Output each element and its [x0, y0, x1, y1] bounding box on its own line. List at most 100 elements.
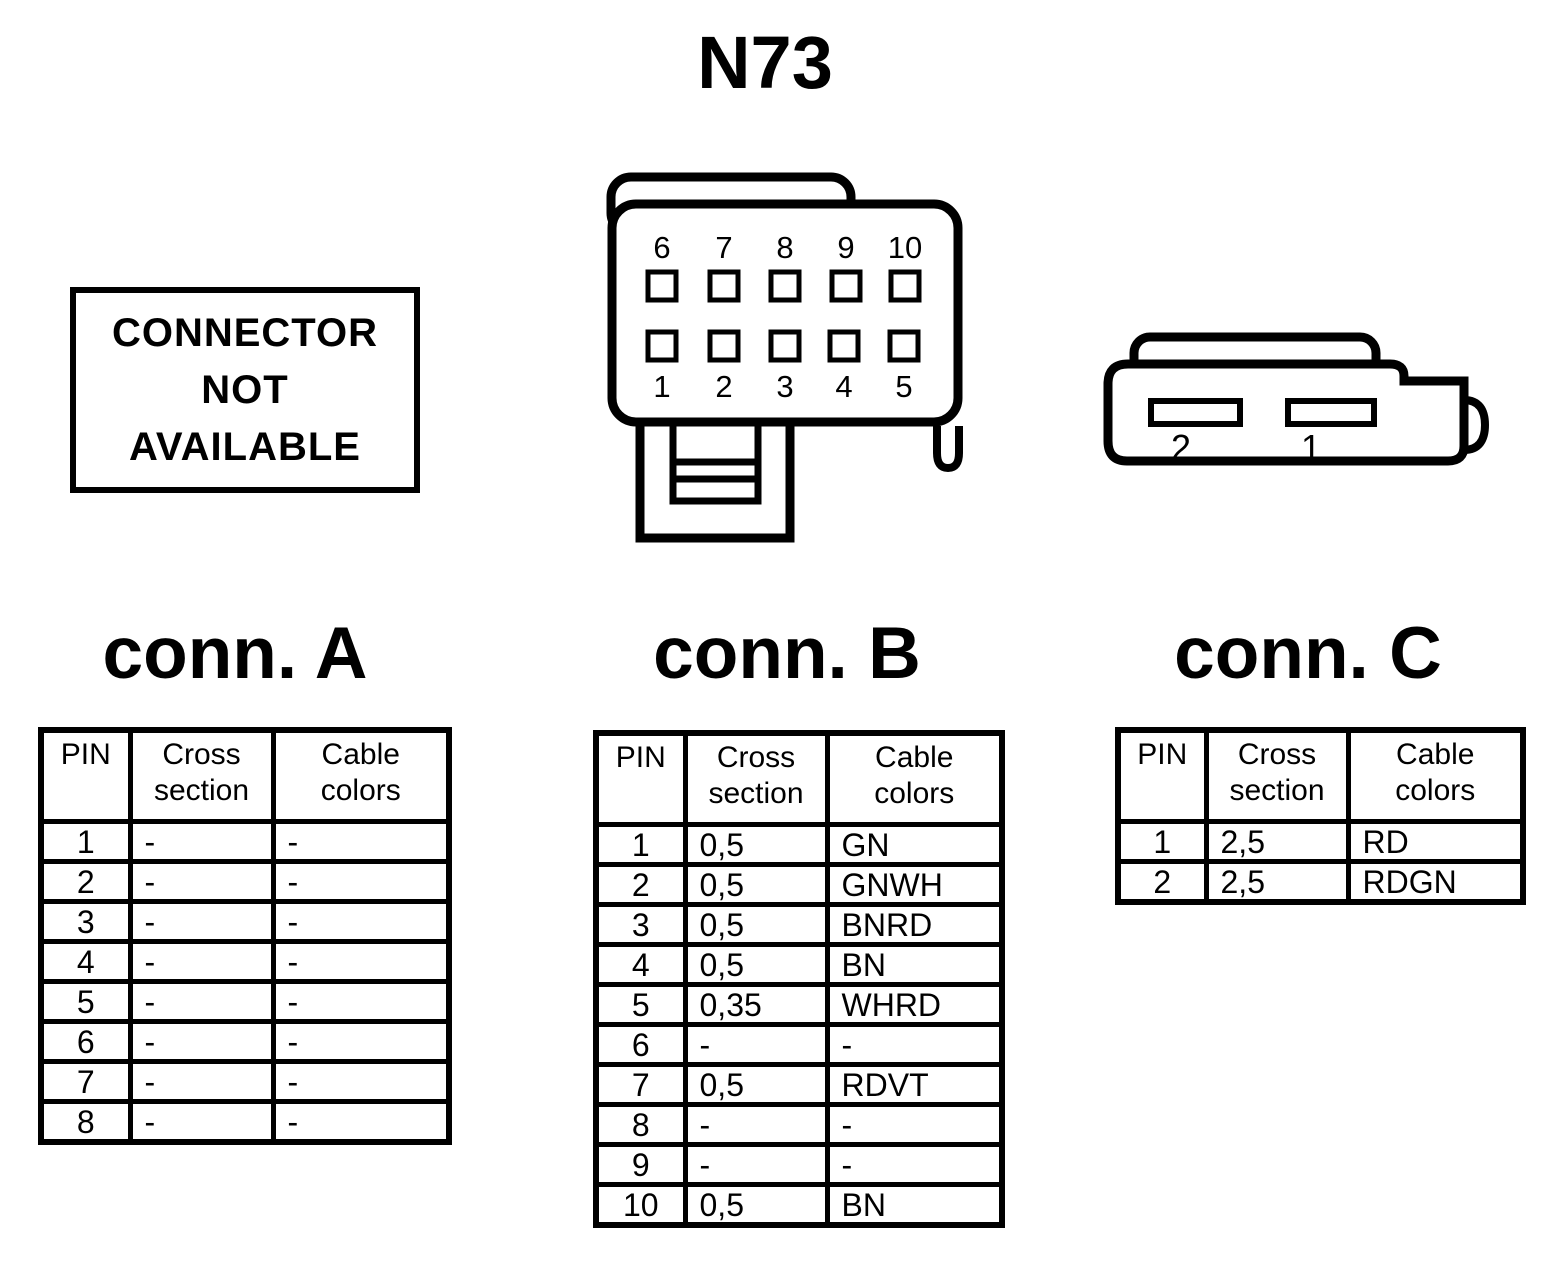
- cross-section-cell: 2,5: [1203, 859, 1351, 905]
- cross-section-cell: 0,5: [682, 942, 830, 987]
- cable-color-cell: -: [270, 939, 452, 984]
- pin-cell: 7: [593, 1062, 688, 1107]
- table-row: 9--: [593, 1142, 1005, 1187]
- conn-c-header-row: PIN Cross section Cable colors: [1115, 727, 1526, 824]
- cable-color-cell: -: [270, 819, 452, 864]
- pin-cell: 4: [593, 942, 688, 987]
- connector-b-pin-4-label: 4: [835, 369, 852, 404]
- connector-b-pin-8-label: 8: [776, 230, 793, 265]
- cross-section-cell: 0,5: [682, 1182, 830, 1228]
- pin-cell: 1: [38, 819, 133, 864]
- connector-b-pin-1-slot: [645, 329, 679, 363]
- pin-cell: 8: [38, 1099, 133, 1145]
- connector-b-pin-2-label: 2: [715, 369, 732, 404]
- connector-b-side-latch: [933, 426, 963, 473]
- connector-b-pin-10-label: 10: [888, 230, 922, 265]
- connector-c-pin-1-slot: [1285, 398, 1377, 427]
- cable-color-cell: -: [270, 899, 452, 944]
- conn-c-title: conn. C: [1174, 613, 1442, 694]
- cable-color-cell: RD: [1345, 819, 1526, 864]
- cable-color-cell: -: [270, 1019, 452, 1064]
- connector-b-pin-9-slot: [829, 269, 863, 303]
- pin-cell: 9: [593, 1142, 688, 1187]
- cross-section-cell: -: [682, 1142, 830, 1187]
- col-header-pin: PIN: [1115, 727, 1209, 824]
- col-header-pin: PIN: [38, 727, 133, 824]
- table-row: 6--: [38, 1019, 452, 1064]
- na-line-3: AVAILABLE: [129, 424, 361, 469]
- cross-section-cell: 2,5: [1203, 819, 1351, 864]
- connector-b-pin-4-slot: [827, 329, 861, 363]
- cable-color-cell: GN: [824, 822, 1005, 867]
- cross-section-cell: 0,5: [682, 902, 830, 947]
- connector-b-pin-2-slot: [707, 329, 741, 363]
- col-header-cross-section: Cross section: [682, 730, 830, 827]
- connector-b-pin-6-slot: [645, 269, 679, 303]
- table-row: 5--: [38, 979, 452, 1024]
- cross-section-cell: -: [127, 979, 276, 1024]
- pin-cell: 2: [593, 862, 688, 907]
- connector-b-pin-1-label: 1: [653, 369, 670, 404]
- pin-cell: 2: [38, 859, 133, 904]
- table-row: 8--: [593, 1102, 1005, 1147]
- cross-section-cell: -: [127, 1059, 276, 1104]
- conn-b-title: conn. B: [653, 613, 921, 694]
- pin-cell: 1: [593, 822, 688, 867]
- connector-c-pin-2-label: 2: [1171, 427, 1191, 468]
- cable-color-cell: -: [270, 1099, 452, 1145]
- pin-cell: 3: [38, 899, 133, 944]
- cross-section-cell: -: [127, 859, 276, 904]
- cross-section-cell: -: [127, 899, 276, 944]
- conn-a-title: conn. A: [102, 613, 368, 694]
- cable-color-cell: GNWH: [824, 862, 1005, 907]
- cross-section-cell: 0,5: [682, 822, 830, 867]
- connector-b-pin-3-label: 3: [776, 369, 793, 404]
- conn-a-table: PIN Cross section Cable colors 1-- 2-- 3…: [38, 727, 452, 1145]
- cross-section-cell: 0,5: [682, 862, 830, 907]
- connector-b-pin-10-slot: [888, 269, 922, 303]
- connector-b-pin-6-label: 6: [653, 230, 670, 265]
- connector-not-available-box: CONNECTOR NOT AVAILABLE: [70, 287, 420, 493]
- connector-b-pin-7-slot: [707, 269, 741, 303]
- cable-color-cell: -: [824, 1102, 1005, 1147]
- table-row: 7--: [38, 1059, 452, 1104]
- cable-color-cell: -: [270, 979, 452, 1024]
- table-row: 4--: [38, 939, 452, 984]
- cable-color-cell: RDVT: [824, 1062, 1005, 1107]
- cross-section-cell: -: [127, 1099, 276, 1145]
- col-header-cable-colors: Cable colors: [270, 727, 452, 824]
- col-header-cable-colors: Cable colors: [824, 730, 1005, 827]
- cable-color-cell: WHRD: [824, 982, 1005, 1027]
- cross-section-cell: -: [127, 819, 276, 864]
- connector-b-bottom-latch-outer: [635, 426, 795, 543]
- cable-color-cell: BNRD: [824, 902, 1005, 947]
- pin-cell: 3: [593, 902, 688, 947]
- cable-color-cell: BN: [824, 1182, 1005, 1228]
- cable-color-cell: -: [270, 1059, 452, 1104]
- col-header-cross-section: Cross section: [1203, 727, 1351, 824]
- connector-c-side-bump: [1460, 395, 1490, 455]
- conn-a-header-row: PIN Cross section Cable colors: [38, 727, 452, 824]
- cross-section-cell: -: [127, 1019, 276, 1064]
- pin-cell: 6: [38, 1019, 133, 1064]
- pin-cell: 8: [593, 1102, 688, 1147]
- col-header-cable-colors: Cable colors: [1345, 727, 1526, 824]
- cross-section-cell: -: [682, 1102, 830, 1147]
- pin-cell: 10: [593, 1182, 688, 1228]
- pin-cell: 2: [1115, 859, 1209, 905]
- cable-color-cell: -: [270, 859, 452, 904]
- cable-color-cell: RDGN: [1345, 859, 1526, 905]
- connector-c-pin-1-label: 1: [1301, 427, 1321, 468]
- pin-cell: 6: [593, 1022, 688, 1067]
- connector-b-pin-9-label: 9: [837, 230, 854, 265]
